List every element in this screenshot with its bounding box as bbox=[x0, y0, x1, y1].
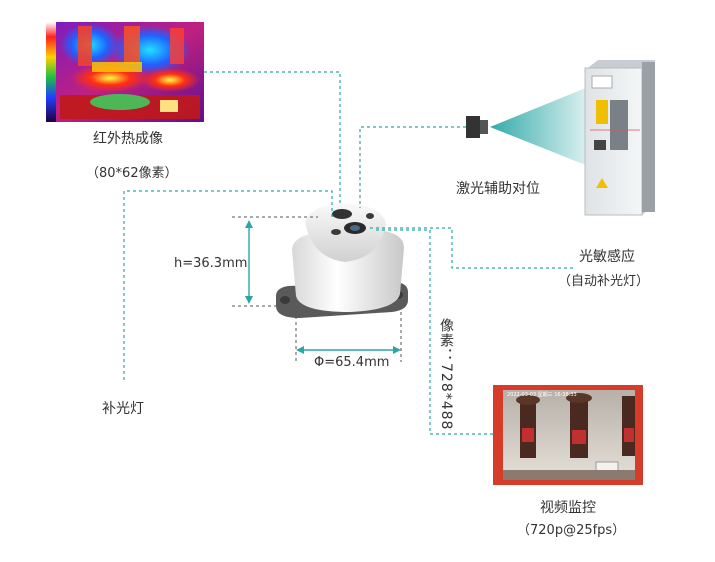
photo-sensor-title: 光敏感应 bbox=[579, 249, 635, 265]
leader-lines bbox=[123, 71, 573, 435]
dimension-lines bbox=[232, 216, 402, 362]
video-sub: （720p@25fps） bbox=[517, 523, 626, 538]
thermal-image bbox=[46, 22, 204, 122]
laser-alignment-graphic bbox=[466, 83, 598, 170]
laser-title: 激光辅助对位 bbox=[456, 181, 540, 197]
video-timestamp: 2022-03-03 星期三 16:38:33 bbox=[507, 392, 577, 398]
pixel-resolution: 像素：728*488 bbox=[438, 318, 454, 431]
camera-device bbox=[276, 203, 408, 318]
thermal-title: 红外热成像 bbox=[93, 131, 163, 147]
switchgear-cabinet bbox=[584, 60, 655, 216]
height-dimension: h=36.3mm bbox=[174, 256, 248, 271]
video-title: 视频监控 bbox=[540, 500, 596, 516]
fill-light-title: 补光灯 bbox=[102, 401, 144, 417]
photo-sensor-sub: （自动补光灯） bbox=[558, 274, 650, 289]
thermal-resolution: （80*62像素） bbox=[86, 166, 178, 181]
video-frame bbox=[493, 385, 643, 485]
diameter-dimension: Φ=65.4mm bbox=[314, 355, 390, 370]
